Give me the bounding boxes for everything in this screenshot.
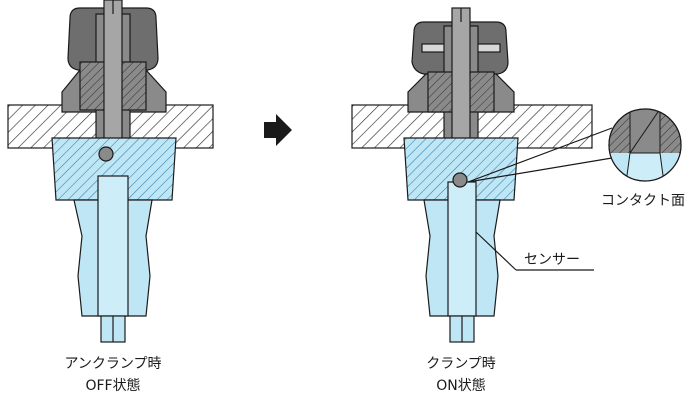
right-caption-line1: クランプ時: [426, 356, 496, 372]
left-blue-nut: [51, 137, 177, 201]
left-pin: [103, 0, 123, 161]
contact-leader-line: [467, 157, 613, 183]
sensor-label: センサー: [524, 252, 580, 268]
left-caption-line2: OFF状態: [85, 378, 140, 394]
right-caption-line2: ON状態: [436, 378, 486, 394]
contact-face-label: コンタクト面: [601, 193, 685, 209]
left-assembly: [7, 0, 214, 343]
arrow-right-icon: [264, 114, 292, 146]
contact-face-detail: [608, 108, 682, 182]
left-caption-line1: アンクランプ時: [64, 356, 161, 372]
sensor-leader-line: [475, 231, 517, 271]
right-blue-nut: [403, 137, 519, 201]
right-assembly: [351, 7, 593, 343]
